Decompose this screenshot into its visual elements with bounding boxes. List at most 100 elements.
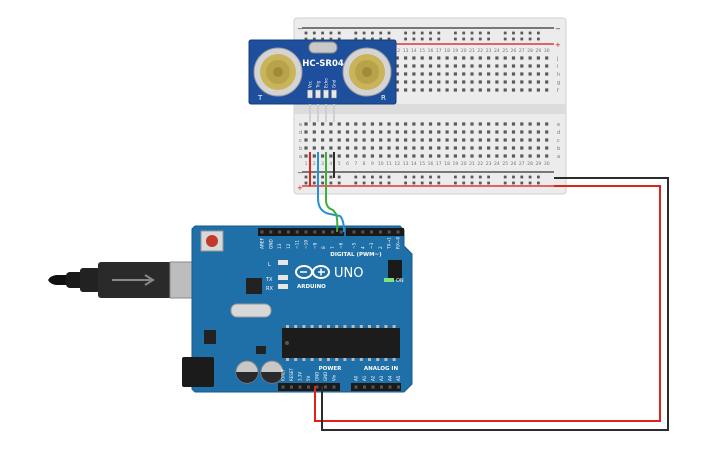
rail-hole[interactable] [362,175,366,179]
breadboard-hole[interactable] [404,130,408,134]
rail-hole[interactable] [478,31,482,35]
power-pin-hole[interactable] [298,385,302,389]
breadboard-hole[interactable] [370,146,374,150]
breadboard-hole[interactable] [312,154,316,158]
rail-hole[interactable] [312,175,316,179]
breadboard-hole[interactable] [428,130,433,134]
breadboard-hole[interactable] [470,146,474,150]
breadboard-hole[interactable] [545,80,549,84]
analog-pin-hole[interactable] [397,385,400,389]
rail-hole[interactable] [362,181,366,185]
breadboard-hole[interactable] [420,72,424,76]
breadboard-hole[interactable] [304,146,308,150]
breadboard-hole[interactable] [462,56,466,60]
breadboard-hole[interactable] [428,138,433,142]
breadboard-hole[interactable] [462,64,466,68]
rail-hole[interactable] [379,181,383,185]
breadboard-hole[interactable] [495,138,499,142]
breadboard-hole[interactable] [428,122,433,126]
breadboard-hole[interactable] [487,138,491,142]
breadboard-hole[interactable] [536,56,540,60]
breadboard-hole[interactable] [453,56,457,60]
breadboard-hole[interactable] [520,138,524,142]
breadboard-hole[interactable] [445,130,449,134]
rail-hole[interactable] [420,31,424,35]
breadboard-hole[interactable] [453,154,457,158]
digital-pin-hole[interactable] [387,230,391,234]
rail-hole[interactable] [478,181,482,185]
breadboard-hole[interactable] [354,154,358,158]
breadboard-hole[interactable] [462,122,466,126]
breadboard-hole[interactable] [470,138,474,142]
breadboard-hole[interactable] [395,88,399,92]
breadboard-hole[interactable] [495,154,499,158]
digital-pin-hole[interactable] [396,230,400,234]
rail-hole[interactable] [512,31,515,35]
breadboard-hole[interactable] [487,146,491,150]
breadboard-hole[interactable] [370,130,374,134]
wire-5v-red[interactable] [314,185,661,422]
breadboard-hole[interactable] [312,130,316,134]
digital-pin-hole[interactable] [286,230,290,234]
rail-hole[interactable] [478,37,482,41]
breadboard-hole[interactable] [536,138,540,142]
breadboard-hole[interactable] [536,88,540,92]
rail-hole[interactable] [429,37,432,41]
breadboard-hole[interactable] [520,80,524,84]
breadboard-hole[interactable] [428,88,433,92]
breadboard-hole[interactable] [528,146,532,150]
rail-hole[interactable] [454,31,457,35]
breadboard-hole[interactable] [304,122,308,126]
breadboard-hole[interactable] [470,72,474,76]
breadboard-hole[interactable] [412,80,416,84]
breadboard-hole[interactable] [487,88,491,92]
breadboard-hole[interactable] [520,122,524,126]
breadboard-hole[interactable] [536,72,540,76]
breadboard-hole[interactable] [462,138,466,142]
rail-hole[interactable] [528,31,532,35]
breadboard-hole[interactable] [362,146,366,150]
breadboard-hole[interactable] [528,80,532,84]
rail-hole[interactable] [337,175,341,179]
breadboard-hole[interactable] [511,72,516,76]
breadboard-hole[interactable] [478,122,482,126]
analog-pin-hole[interactable] [354,385,358,389]
breadboard-hole[interactable] [453,130,457,134]
breadboard-hole[interactable] [520,56,524,60]
breadboard-hole[interactable] [511,64,516,68]
breadboard-hole[interactable] [428,154,433,158]
breadboard-hole[interactable] [412,138,416,142]
rail-hole[interactable] [462,181,466,185]
rail-hole[interactable] [312,37,316,41]
breadboard-hole[interactable] [462,130,466,134]
breadboard-hole[interactable] [379,154,383,158]
breadboard-hole[interactable] [445,154,449,158]
rail-hole[interactable] [404,181,407,185]
breadboard-hole[interactable] [437,146,441,150]
rail-hole[interactable] [312,31,316,35]
breadboard-hole[interactable] [545,88,549,92]
breadboard-hole[interactable] [362,138,366,142]
rail-hole[interactable] [462,37,466,41]
power-pin-hole[interactable] [281,385,285,389]
breadboard-hole[interactable] [503,56,507,60]
breadboard-hole[interactable] [362,122,366,126]
breadboard-hole[interactable] [478,72,482,76]
breadboard-hole[interactable] [545,146,549,150]
breadboard-hole[interactable] [528,154,532,158]
rail-hole[interactable] [404,37,407,41]
breadboard-hole[interactable] [545,56,549,60]
rail-hole[interactable] [412,37,416,41]
breadboard-hole[interactable] [470,56,474,60]
breadboard-hole[interactable] [453,138,457,142]
breadboard-hole[interactable] [528,138,532,142]
breadboard-hole[interactable] [511,130,516,134]
digital-pin-hole[interactable] [313,230,317,234]
digital-pin-hole[interactable] [269,230,273,234]
breadboard-hole[interactable] [470,64,474,68]
rail-hole[interactable] [478,175,482,179]
rail-hole[interactable] [470,181,474,185]
power-pin-hole[interactable] [324,385,327,389]
breadboard-hole[interactable] [329,122,333,126]
breadboard-hole[interactable] [536,146,540,150]
